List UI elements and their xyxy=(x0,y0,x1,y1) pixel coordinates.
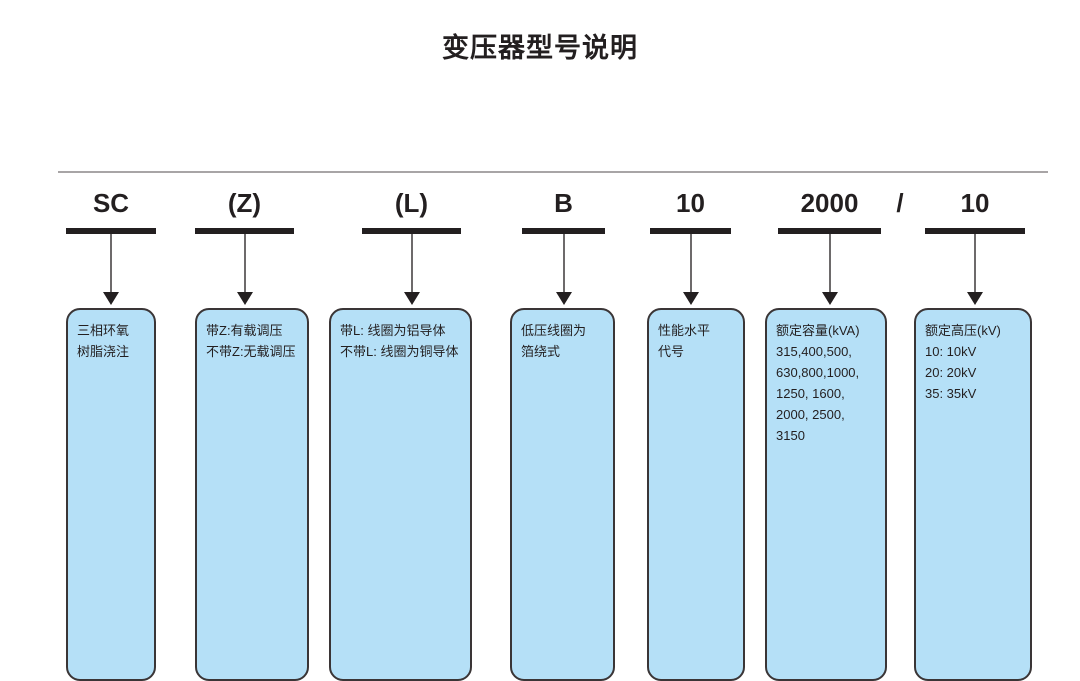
column-b: B 低压线圈为 箔绕式 xyxy=(510,186,615,681)
connector-stem xyxy=(974,234,976,298)
description-line: 315,400,500, xyxy=(776,344,852,359)
code-label: (L) xyxy=(394,188,429,218)
connector-stem xyxy=(562,234,565,298)
code-underline xyxy=(650,228,731,234)
description-box: 三相环氧 树脂浇注 xyxy=(66,308,156,681)
description-box: 低压线圈为 箔绕式 xyxy=(510,308,615,681)
description-line: 3150 xyxy=(776,428,805,443)
description-box: 带Z:有载调压 不带Z:无载调压 xyxy=(195,308,309,681)
description-line: 2000, 2500, xyxy=(776,407,845,422)
description-line: 性能水平 xyxy=(658,323,711,338)
slash-separator: / xyxy=(896,188,904,218)
connector-stem xyxy=(243,234,246,298)
description-box: 额定容量(kVA) 315,400,500, 630,800,1000, 125… xyxy=(765,308,887,681)
description-line: 树脂浇注 xyxy=(77,344,130,359)
code-underline xyxy=(362,228,461,234)
column-sc: SC 三相环氧 树脂浇注 xyxy=(66,186,156,681)
arrow-down-icon xyxy=(403,292,420,305)
arrow-down-icon xyxy=(236,292,253,305)
description-line: 带L: 线圈为铝导体 xyxy=(340,323,446,338)
description-line: 三相环氧 xyxy=(77,323,130,338)
header-divider xyxy=(58,171,1048,173)
description-line: 箔绕式 xyxy=(521,344,561,359)
column-voltage: 10 额定高压(kV) 10: 10kV 20: 20kV 35: 35kV xyxy=(914,186,1032,681)
description-box: 性能水平 代号 xyxy=(647,308,745,681)
column-capacity: 2000 额定容量(kVA) 315,400,500, 630,800,1000… xyxy=(765,186,887,681)
connector-stem xyxy=(828,234,831,298)
code-underline xyxy=(66,228,156,234)
arrow-down-icon xyxy=(555,292,572,305)
description-line: 不带L: 线圈为铜导体 xyxy=(340,344,459,359)
connector-stem xyxy=(689,234,692,298)
description-box: 带L: 线圈为铝导体 不带L: 线圈为铜导体 xyxy=(329,308,472,681)
diagram-canvas: 变压器型号说明 SC 三相环氧 树脂浇注 (Z) 带Z:有载调压 不带Z:无载调… xyxy=(58,33,1048,681)
description-line: 20: 20kV xyxy=(925,365,977,380)
arrow-down-icon xyxy=(967,292,983,305)
connector-stem xyxy=(410,234,413,298)
description-line: 代号 xyxy=(658,344,685,359)
description-box: 额定高压(kV) 10: 10kV 20: 20kV 35: 35kV xyxy=(914,308,1032,681)
description-line: 带Z:有载调压 xyxy=(206,323,283,338)
description-line: 额定高压(kV) xyxy=(925,323,1001,338)
description-line: 10: 10kV xyxy=(925,344,977,359)
page-title: 变压器型号说明 xyxy=(442,33,638,63)
code-underline xyxy=(195,228,294,234)
column-l: (L) 带L: 线圈为铝导体 不带L: 线圈为铜导体 xyxy=(329,186,472,681)
description-line: 额定容量(kVA) xyxy=(776,323,860,338)
connector-stem xyxy=(110,234,112,298)
code-label: (Z) xyxy=(227,188,262,218)
code-underline xyxy=(522,228,605,234)
arrow-down-icon xyxy=(103,292,119,305)
column-performance: 10 性能水平 代号 xyxy=(647,186,745,681)
code-label: 10 xyxy=(676,188,705,218)
description-line: 630,800,1000, xyxy=(776,365,860,380)
description-line: 1250, 1600, xyxy=(776,386,845,401)
code-underline xyxy=(925,228,1025,234)
code-label: 2000 xyxy=(800,188,859,218)
arrow-down-icon xyxy=(821,292,838,305)
arrow-down-icon xyxy=(682,292,699,305)
code-label: 10 xyxy=(960,188,990,218)
code-label: B xyxy=(554,188,573,218)
code-underline xyxy=(778,228,881,234)
description-line: 低压线圈为 xyxy=(521,323,587,338)
description-line: 不带Z:无载调压 xyxy=(206,344,296,359)
column-z: (Z) 带Z:有载调压 不带Z:无载调压 xyxy=(195,186,309,681)
description-line: 35: 35kV xyxy=(925,386,977,401)
code-label: SC xyxy=(92,188,130,218)
